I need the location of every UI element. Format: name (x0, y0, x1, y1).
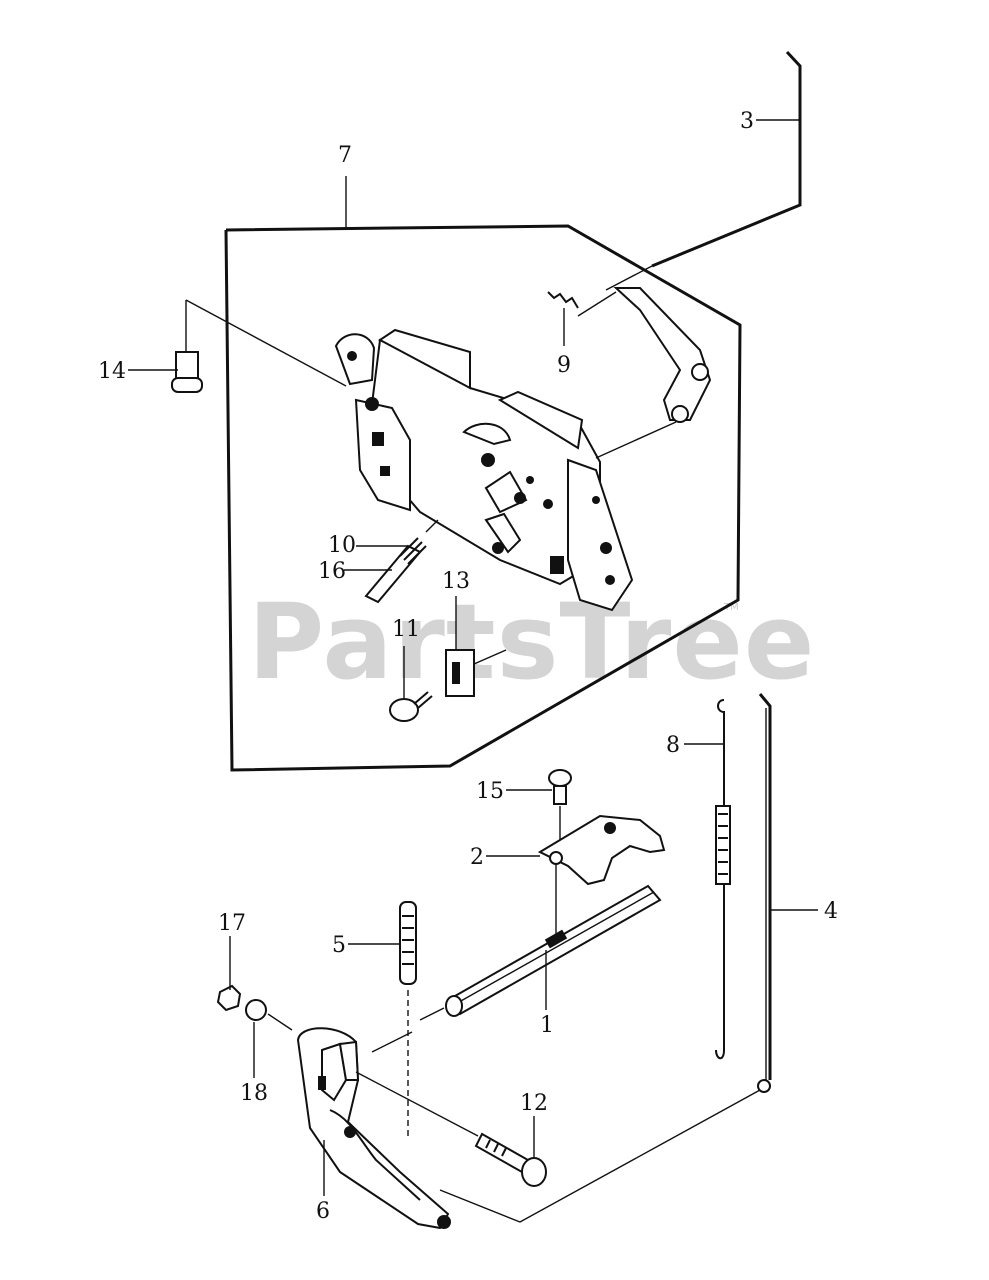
callout-2: 2 (470, 845, 484, 870)
part-5-spring (399, 901, 417, 1140)
callout-8: 8 (666, 733, 680, 758)
part-17-nut (216, 984, 242, 1012)
callout-10: 10 (328, 533, 356, 558)
part-15-screw (548, 769, 572, 850)
callout-5: 5 (332, 933, 346, 958)
watermark-text: PartsTree (248, 581, 815, 703)
part-14-screw (171, 299, 347, 393)
callout-14: 14 (98, 359, 126, 384)
callout-9: 9 (557, 353, 571, 378)
part-8-rod (715, 699, 731, 1060)
callout-3: 3 (740, 109, 754, 134)
part-1-shaft (371, 884, 662, 1053)
part-2-plate (537, 814, 666, 940)
part-3-rod (605, 50, 802, 291)
part-4-rod (439, 693, 772, 1223)
part-13-clip (445, 649, 507, 697)
callout-4: 4 (824, 899, 838, 924)
watermark-trademark: TM (723, 602, 739, 613)
leader-lines (128, 119, 818, 1196)
callout-6: 6 (316, 1199, 330, 1224)
callout-labels: 1 2 3 4 5 6 7 8 9 10 11 12 13 14 15 16 1… (98, 109, 838, 1224)
assembly-boundary-outline (224, 224, 742, 772)
callout-15: 15 (476, 779, 504, 804)
callout-7: 7 (338, 143, 352, 168)
part-7-control-bracket (334, 287, 712, 612)
callout-17: 17 (218, 911, 246, 936)
callout-18: 18 (240, 1081, 268, 1106)
callout-11: 11 (392, 617, 420, 642)
callout-13: 13 (442, 569, 470, 594)
part-11-screw (389, 691, 433, 722)
callout-16: 16 (318, 559, 346, 584)
callout-12: 12 (520, 1091, 548, 1116)
part-9-spring (547, 291, 617, 317)
part-6-lever (296, 1027, 479, 1230)
callout-1: 1 (540, 1013, 554, 1038)
part-18-washer (245, 999, 293, 1031)
part-10-16-spring-pin (364, 519, 439, 604)
part-12-bolt (474, 1132, 547, 1187)
